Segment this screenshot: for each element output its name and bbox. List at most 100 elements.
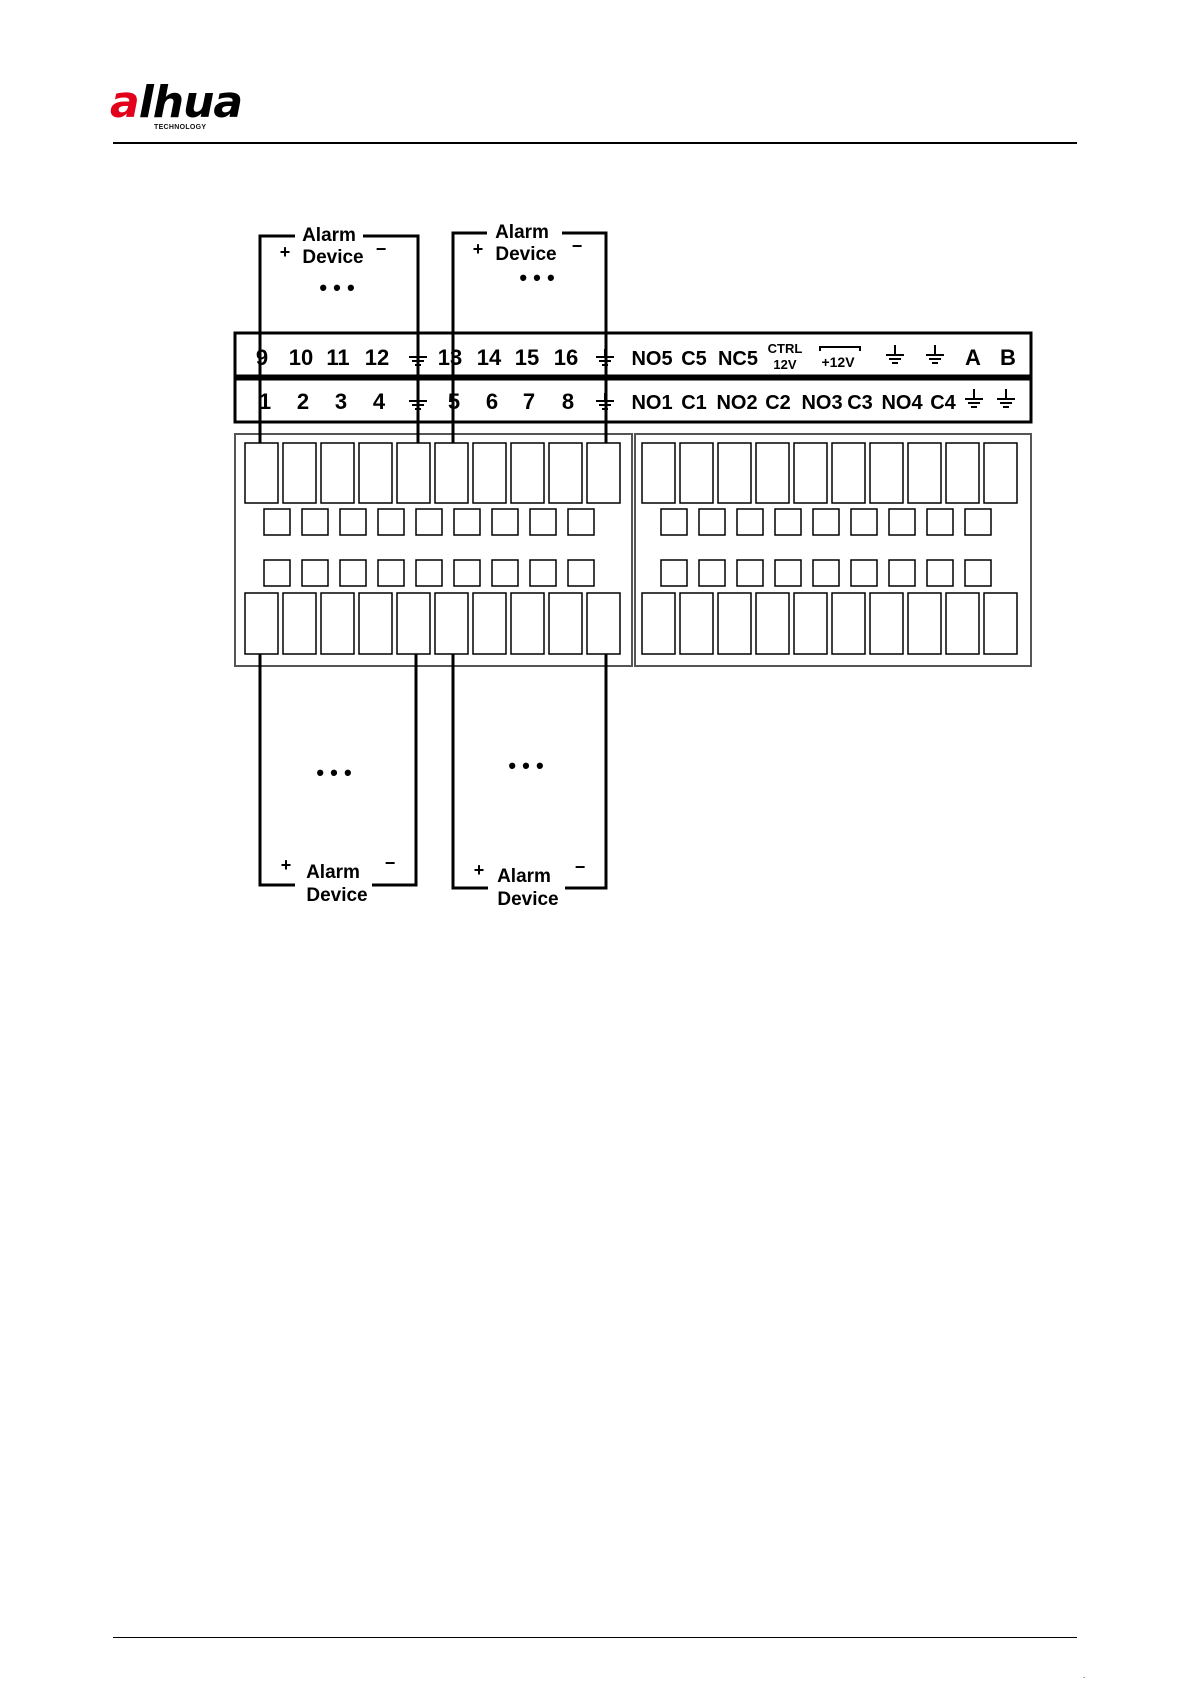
screw-hole-upper	[302, 509, 328, 535]
screw-hole-lower	[927, 560, 953, 586]
label-7: 7	[523, 389, 535, 414]
page-corner-mark: .	[1083, 1672, 1085, 1680]
terminal-lower	[832, 593, 865, 654]
screw-hole-lower	[340, 560, 366, 586]
terminal-upper	[946, 443, 979, 503]
terminal-lower	[946, 593, 979, 654]
screw-hole-upper	[661, 509, 687, 535]
terminal-lower	[680, 593, 713, 654]
screw-hole-lower	[889, 560, 915, 586]
minus-sign: −	[385, 853, 396, 873]
terminal-upper	[642, 443, 675, 503]
minus-sign: −	[575, 857, 586, 877]
ground-icon	[926, 345, 944, 363]
screw-hole-lower	[492, 560, 518, 586]
screw-hole-lower	[530, 560, 556, 586]
screw-hole-upper	[492, 509, 518, 535]
screw-hole-upper	[775, 509, 801, 535]
screw-hole-upper	[568, 509, 594, 535]
terminal-lower	[870, 593, 903, 654]
alarm-device-label: Alarm	[497, 866, 551, 887]
terminal-lower	[587, 593, 620, 654]
terminal-lower	[359, 593, 392, 654]
terminal-upper	[283, 443, 316, 503]
label-b: B	[1000, 345, 1016, 370]
screw-hole-upper	[737, 509, 763, 535]
label-3: 3	[335, 389, 347, 414]
terminal-upper	[908, 443, 941, 503]
terminal-upper	[549, 443, 582, 503]
terminal-upper	[832, 443, 865, 503]
alarm-device-label: Device	[495, 244, 556, 265]
alarm-device-label: Alarm	[306, 862, 360, 883]
ground-icon	[886, 345, 904, 363]
terminal-upper	[680, 443, 713, 503]
ellipsis: • • •	[316, 760, 351, 785]
label-ctrl-12v: 12V	[773, 357, 796, 372]
label-no1: NO1	[631, 392, 672, 414]
label-no2: NO2	[716, 392, 757, 414]
terminal-upper	[321, 443, 354, 503]
alarm-device-label: Device	[306, 885, 367, 906]
plus12v-bracket	[820, 347, 860, 351]
terminal-upper	[245, 443, 278, 503]
screw-hole-upper	[378, 509, 404, 535]
top-row-labels: 9 10 11 12 13 14 15 16 NO5 C5 NC5 CTRL 1…	[256, 341, 1016, 372]
label-13: 13	[438, 345, 462, 370]
label-c4: C4	[930, 392, 956, 414]
screw-hole-lower	[264, 560, 290, 586]
plus-sign: +	[474, 860, 485, 880]
plus-sign: +	[473, 239, 484, 259]
screw-hole-lower	[416, 560, 442, 586]
label-9: 9	[256, 345, 268, 370]
terminal-lower	[984, 593, 1017, 654]
terminal-upper	[870, 443, 903, 503]
label-4: 4	[373, 389, 386, 414]
terminal-lower	[549, 593, 582, 654]
alarm-device-label: Alarm	[495, 222, 549, 243]
screw-hole-lower	[775, 560, 801, 586]
terminal-lower	[794, 593, 827, 654]
terminal-upper	[359, 443, 392, 503]
terminal-lower	[718, 593, 751, 654]
terminal-upper	[435, 443, 468, 503]
label-8: 8	[562, 389, 574, 414]
screw-hole-upper	[454, 509, 480, 535]
minus-sign: −	[376, 239, 387, 259]
ellipsis: • • •	[519, 265, 554, 290]
label-16: 16	[554, 345, 578, 370]
ellipsis: • • •	[508, 753, 543, 778]
terminal-lower	[283, 593, 316, 654]
ground-icon	[997, 389, 1015, 407]
label-plus12v: +12V	[821, 354, 855, 370]
label-no5: NO5	[631, 348, 672, 370]
screw-hole-upper	[416, 509, 442, 535]
terminal-lower	[756, 593, 789, 654]
screw-hole-upper	[889, 509, 915, 535]
label-c5: C5	[681, 348, 707, 370]
screw-hole-lower	[302, 560, 328, 586]
label-c2: C2	[765, 392, 791, 414]
footer-rule	[113, 1637, 1077, 1638]
label-15: 15	[515, 345, 539, 370]
label-11: 11	[326, 345, 349, 370]
terminal-lower	[435, 593, 468, 654]
alarm-device-label: Device	[302, 247, 363, 268]
terminal-lower	[908, 593, 941, 654]
plus-sign: +	[280, 242, 291, 262]
terminal-upper	[587, 443, 620, 503]
terminal-lower	[642, 593, 675, 654]
label-no3: NO3	[801, 392, 842, 414]
label-c3: C3	[847, 392, 873, 414]
ground-icon	[965, 389, 983, 407]
screw-hole-upper	[965, 509, 991, 535]
minus-sign: −	[572, 236, 583, 256]
terminal-lower	[321, 593, 354, 654]
label-14: 14	[477, 345, 502, 370]
alarm-device-bottom-right: • • • Alarm Device + −	[474, 753, 586, 910]
label-6: 6	[486, 389, 498, 414]
label-ctrl: CTRL	[768, 341, 803, 356]
terminal-upper	[511, 443, 544, 503]
screw-hole-upper	[927, 509, 953, 535]
terminal-upper	[397, 443, 430, 503]
